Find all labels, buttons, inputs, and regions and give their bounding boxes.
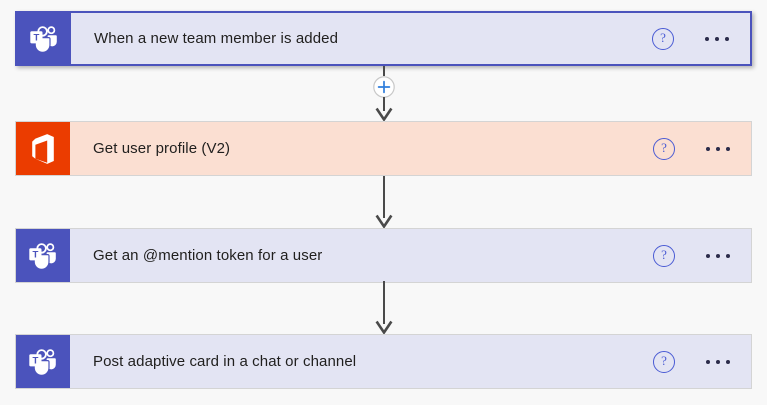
more-options-icon[interactable] [703, 141, 733, 157]
flow-step-actions: ? [653, 350, 751, 373]
microsoft-teams-icon: T [16, 229, 70, 282]
dot [725, 36, 729, 41]
flow-step-title: Post adaptive card in a chat or channel [93, 353, 357, 370]
flow-step-actions: ? [653, 137, 751, 160]
microsoft-teams-icon: T [17, 13, 71, 64]
svg-text:T: T [32, 249, 38, 260]
more-options-icon[interactable] [702, 31, 732, 47]
flow-step-title: When a new team member is added [94, 30, 339, 47]
help-icon[interactable]: ? [653, 350, 675, 373]
more-options-icon[interactable] [703, 354, 733, 370]
dot [726, 359, 730, 364]
help-icon[interactable]: ? [653, 244, 675, 267]
flow-step-actions: ? [652, 27, 750, 50]
office-365-icon [16, 122, 70, 175]
svg-text:T: T [33, 32, 39, 43]
dot [706, 359, 710, 364]
dot [726, 253, 730, 258]
flow-step-card[interactable]: T Post adaptive card in a chat or channe… [15, 334, 752, 389]
flow-step-card[interactable]: Get user profile (V2) ? [15, 121, 752, 176]
connector-arrow [368, 281, 400, 334]
dot [716, 146, 720, 151]
dot [706, 253, 710, 258]
svg-text:T: T [32, 355, 38, 366]
connector-with-insert-button[interactable] [368, 66, 400, 121]
dot [726, 146, 730, 151]
dot [715, 36, 719, 41]
flow-step-card[interactable]: T When a new team member is added ? [15, 11, 752, 66]
dot [705, 36, 709, 41]
connector-arrow [368, 176, 400, 228]
more-options-icon[interactable] [703, 248, 733, 264]
help-icon[interactable]: ? [652, 27, 674, 50]
flow-step-title: Get an @mention token for a user [93, 247, 323, 264]
flow-step-title: Get user profile (V2) [93, 140, 231, 157]
microsoft-teams-icon: T [16, 335, 70, 388]
flow-step-actions: ? [653, 244, 751, 267]
help-icon[interactable]: ? [653, 137, 675, 160]
flow-step-card[interactable]: T Get an @mention token for a user ? [15, 228, 752, 283]
dot [706, 146, 710, 151]
dot [716, 359, 720, 364]
dot [716, 253, 720, 258]
